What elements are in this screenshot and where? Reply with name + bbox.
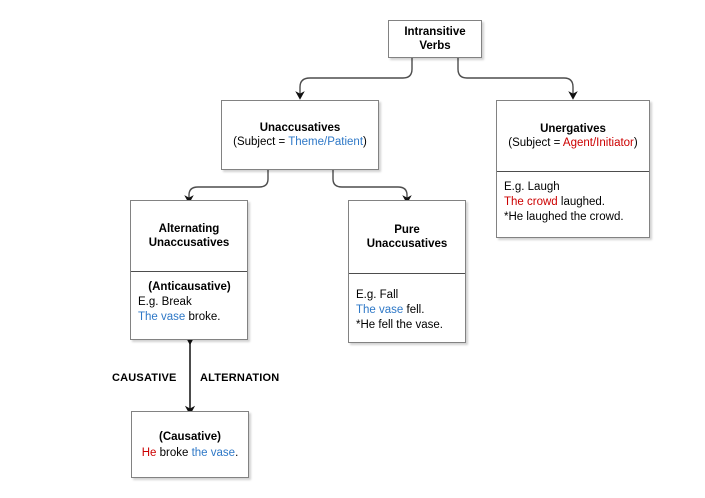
alternating-unaccusatives-example-sentence: The vase broke. xyxy=(138,310,247,325)
unergatives-title: Unergatives xyxy=(540,123,606,135)
unergatives-examples: E.g. Laugh The crowd laughed. *He laughe… xyxy=(497,171,649,239)
pure-unaccusatives-title-line2: Unaccusatives xyxy=(366,238,448,250)
unergatives-subject-role: Agent/Initiator xyxy=(562,137,634,149)
causative-verb: broke xyxy=(156,446,192,459)
alternating-unaccusatives-header: Alternating Unaccusatives xyxy=(131,201,247,271)
pure-unaccusatives-header: Pure Unaccusatives xyxy=(349,201,465,273)
causative-alternation-label-left: CAUSATIVE xyxy=(112,372,177,384)
alternating-unaccusatives-example-rest: broke. xyxy=(185,311,221,323)
unergatives-subject-prefix: (Subject = xyxy=(508,137,563,149)
causative-alternation-label-right: ALTERNATION xyxy=(200,372,280,384)
unergatives-example-rest: laughed. xyxy=(557,196,606,208)
unergatives-example-sentence: The crowd laughed. xyxy=(504,195,649,210)
node-unergatives[interactable]: Unergatives (Subject = Agent/Initiator) … xyxy=(496,100,650,238)
node-intransitive-verbs[interactable]: Intransitive Verbs xyxy=(388,20,482,58)
causative-subject: He xyxy=(141,446,157,459)
unergatives-ungrammatical-example: *He laughed the crowd. xyxy=(504,211,624,223)
unaccusatives-subject-suffix: ) xyxy=(363,136,367,148)
causative-label: (Causative) xyxy=(159,430,221,443)
unergatives-header: Unergatives (Subject = Agent/Initiator) xyxy=(497,101,649,171)
causative-period: . xyxy=(235,446,239,459)
causative-content: (Causative) He broke the vase. xyxy=(132,412,248,477)
unergatives-example-subject: The crowd xyxy=(504,196,558,208)
pure-unaccusatives-ungrammatical-example: *He fell the vase. xyxy=(356,319,443,331)
alternating-unaccusatives-example-subject: The vase xyxy=(138,311,186,323)
node-pure-unaccusatives[interactable]: Pure Unaccusatives E.g. Fall The vase fe… xyxy=(348,200,466,343)
node-causative[interactable]: (Causative) He broke the vase. xyxy=(131,411,249,478)
unergatives-subject-suffix: ) xyxy=(633,137,638,149)
pure-unaccusatives-example-subject: The vase xyxy=(356,304,404,316)
alternating-unaccusatives-body-heading: (Anticausative) xyxy=(148,281,231,293)
pure-unaccusatives-title-line1: Pure xyxy=(394,224,420,236)
causative-sentence: He broke the vase. xyxy=(142,445,239,461)
pure-unaccusatives-examples: E.g. Fall The vase fell. *He fell the va… xyxy=(349,273,465,344)
intransitive-verbs-title-line2: Verbs xyxy=(419,40,451,52)
pure-unaccusatives-example-sentence: The vase fell. xyxy=(356,303,465,318)
pure-unaccusatives-example-rest: fell. xyxy=(403,304,425,316)
unaccusatives-subject-role: Theme/Patient xyxy=(288,136,364,148)
unaccusatives-subject-prefix: (Subject = xyxy=(233,136,289,148)
unergatives-example-label: E.g. Laugh xyxy=(504,181,560,193)
intransitive-verbs-title-line1: Intransitive xyxy=(404,26,466,38)
alternating-unaccusatives-examples: (Anticausative) E.g. Break The vase brok… xyxy=(131,271,247,341)
unaccusatives-title: Unaccusatives xyxy=(259,122,341,134)
unaccusatives-header: Unaccusatives (Subject = Theme/Patient) xyxy=(222,101,378,169)
alternating-unaccusatives-title-line1: Alternating xyxy=(158,223,220,235)
intransitive-verbs-header: Intransitive Verbs xyxy=(389,21,481,57)
unaccusatives-subject-line: (Subject = Theme/Patient) xyxy=(233,135,367,149)
pure-unaccusatives-example-label: E.g. Fall xyxy=(356,289,399,301)
node-unaccusatives[interactable]: Unaccusatives (Subject = Theme/Patient) xyxy=(221,100,379,170)
causative-object: the vase xyxy=(191,446,236,459)
unergatives-subject-line: (Subject = Agent/Initiator) xyxy=(508,136,637,150)
node-alternating-unaccusatives[interactable]: Alternating Unaccusatives (Anticausative… xyxy=(130,200,248,340)
alternating-unaccusatives-title-line2: Unaccusatives xyxy=(148,237,230,249)
alternating-unaccusatives-example-label: E.g. Break xyxy=(138,296,192,308)
